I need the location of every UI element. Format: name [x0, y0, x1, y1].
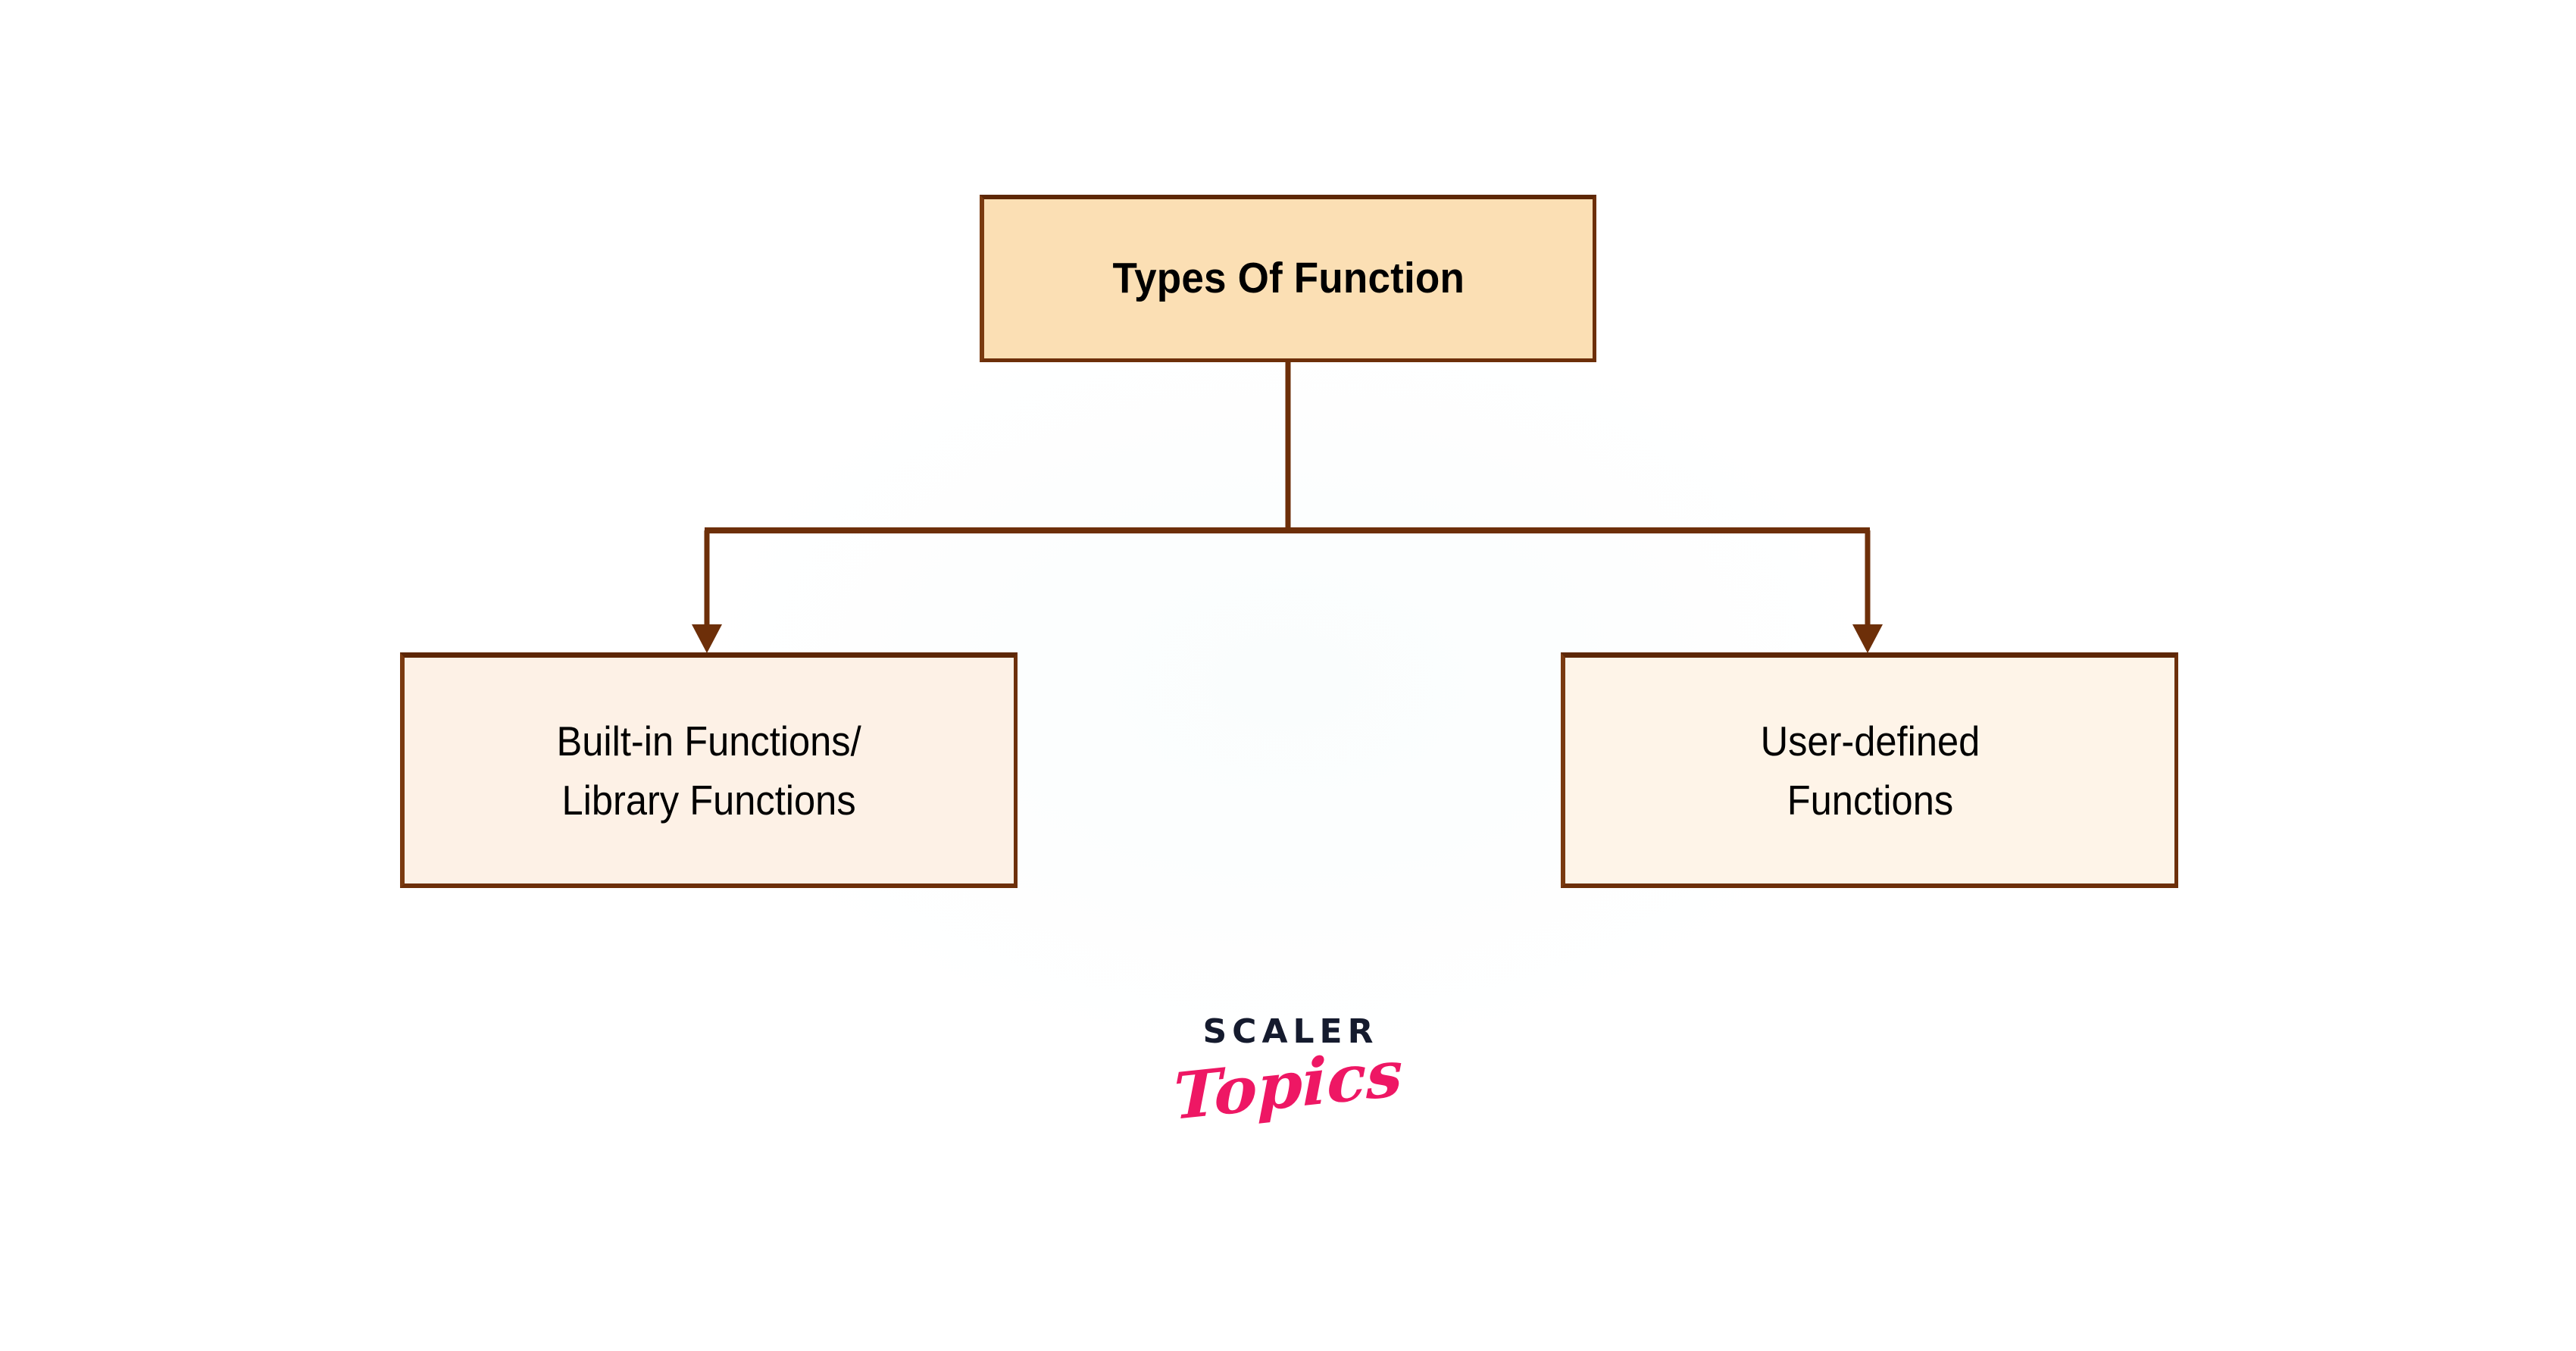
- node-user-defined-functions: User-defined Functions: [1561, 652, 2178, 888]
- node-built-in-functions: Built-in Functions/ Library Functions: [400, 652, 1018, 888]
- arrowhead-right: [1852, 624, 1883, 653]
- logo-topics-wordmark: Topics: [1173, 1034, 1403, 1135]
- node-left-label: Built-in Functions/ Library Functions: [556, 717, 862, 824]
- scaler-topics-logo: SCALER Topics: [1159, 1015, 1417, 1190]
- node-types-of-function: Types Of Function: [980, 195, 1596, 362]
- arrowhead-left: [692, 624, 722, 653]
- node-root-label: Types Of Function: [1112, 254, 1465, 303]
- logo-scaler-wordmark: SCALER: [1202, 1012, 1379, 1051]
- node-right-label: User-defined Functions: [1760, 717, 1980, 824]
